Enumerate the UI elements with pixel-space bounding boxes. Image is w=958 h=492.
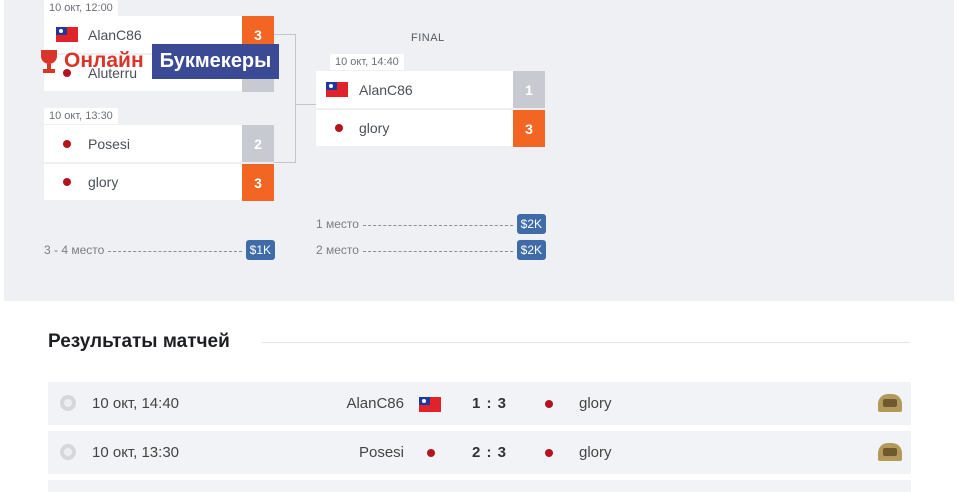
taiwan-flag-icon [56, 27, 78, 42]
game-icon [875, 441, 905, 463]
prize-third-fourth: 3 - 4 место $1K [44, 240, 275, 260]
watermark-logo: Онлайн Букмекеры [38, 40, 280, 82]
semi2-team1-row[interactable]: Posesi 2 [44, 125, 274, 162]
japan-flag-icon [63, 178, 71, 186]
result-away-team: glory [579, 444, 612, 461]
team-name: AlanC86 [359, 81, 413, 98]
result-date: 10 окт, 14:40 [92, 395, 180, 412]
japan-flag-icon [335, 124, 343, 132]
prize-dash [362, 224, 513, 226]
japan-flag-icon [63, 139, 71, 148]
result-score: 2 : 3 [472, 444, 508, 461]
final-match-time: 10 окт, 14:40 [330, 54, 404, 70]
team-score: 3 [242, 164, 274, 201]
semi1-match-time: 10 окт, 12:00 [44, 0, 118, 16]
final-team2-row[interactable]: glory 3 [316, 109, 545, 147]
japan-flag-icon [541, 396, 557, 412]
result-home-team: Posesi [358, 444, 404, 461]
trophy-icon [38, 48, 60, 74]
japan-flag-icon [541, 445, 557, 461]
taiwan-flag-icon [326, 82, 348, 97]
team-score: 1 [513, 71, 545, 108]
team-score: 3 [513, 110, 545, 147]
final-label: FINAL [411, 32, 445, 44]
results-section-title: Результаты матчей [48, 331, 230, 352]
result-row-partial[interactable] [48, 480, 911, 492]
team-name: Aluterru [88, 65, 138, 81]
japan-flag-icon [63, 69, 71, 77]
result-away-team: glory [579, 395, 612, 412]
taiwan-flag-icon [419, 397, 441, 412]
result-row[interactable]: 10 окт, 13:30 Posesi 2 : 3 glory [48, 431, 911, 474]
result-home-team: AlanC86 [346, 395, 404, 412]
team-score: 2 [242, 125, 274, 162]
prize-label: 2 место [316, 243, 359, 257]
bracket-connector [295, 34, 296, 163]
game-icon [875, 392, 905, 414]
prize-label: 3 - 4 место [44, 243, 105, 257]
prize-dash [108, 250, 242, 252]
semi2-team2-row[interactable]: glory 3 [44, 163, 274, 201]
bracket-connector [274, 162, 296, 163]
final-team1-row[interactable]: AlanC86 1 [316, 71, 545, 108]
prize-dash [362, 250, 513, 252]
team-name: glory [359, 120, 390, 136]
semi1-team1-row[interactable]: AlanC86 3 [44, 16, 274, 53]
prize-label: 1 место [316, 217, 359, 231]
result-score: 1 : 3 [472, 395, 508, 412]
match-status-icon [60, 444, 76, 460]
divider [262, 342, 910, 343]
prize-first: 1 место $2K [316, 214, 546, 234]
prize-amount-badge: $2K [516, 214, 546, 234]
result-row[interactable]: 10 окт, 14:40 AlanC86 1 : 3 glory [48, 382, 911, 425]
bracket-connector [274, 34, 296, 35]
japan-flag-icon [427, 449, 435, 457]
bracket-connector [295, 104, 316, 105]
team-name: glory [88, 174, 119, 190]
result-date: 10 окт, 13:30 [92, 444, 180, 461]
team-name: AlanC86 [88, 26, 142, 43]
match-status-icon [60, 395, 76, 411]
prize-amount-badge: $1K [245, 240, 275, 260]
prize-amount-badge: $2K [516, 240, 546, 260]
semi2-match-time: 10 окт, 13:30 [44, 108, 118, 124]
watermark-word1: Онлайн [64, 49, 144, 72]
watermark-word2: Букмекеры [151, 43, 280, 79]
team-name: Posesi [88, 135, 131, 152]
prize-second: 2 место $2K [316, 240, 546, 260]
